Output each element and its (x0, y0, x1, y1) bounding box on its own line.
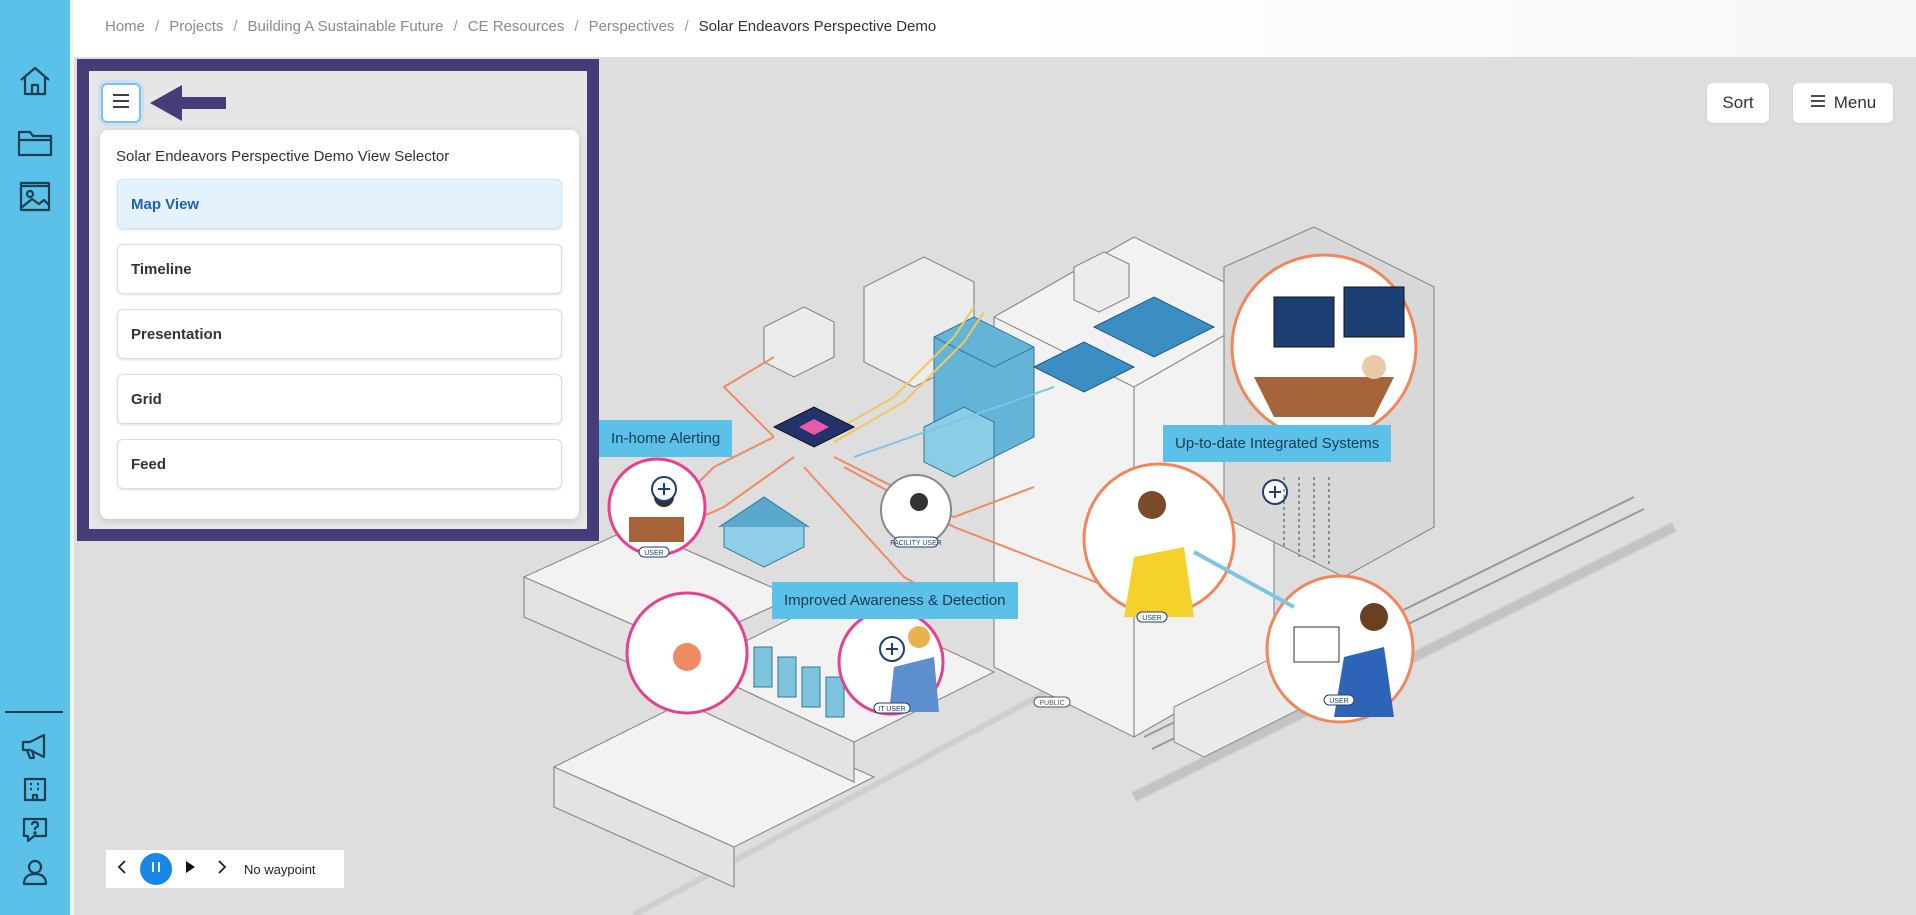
badge-it-user: IT USER (878, 706, 906, 713)
isometric-illustration: USER USER USER IT USER FACILITY USER PUB… (522, 226, 1677, 915)
home-icon[interactable] (17, 63, 53, 99)
breadcrumb-separator: / (233, 18, 238, 35)
breadcrumb-home[interactable]: Home (105, 18, 146, 35)
view-option-label: Grid (131, 390, 162, 408)
breadcrumb-building-a-sustainable-future[interactable]: Building A Sustainable Future (247, 18, 444, 35)
hotspot-markers (651, 476, 1288, 662)
badge-public: PUBLIC (1039, 700, 1064, 707)
help-chat-icon[interactable] (17, 812, 53, 848)
chevron-right-icon (216, 859, 228, 880)
waypoint-player: No waypoint (106, 850, 344, 888)
view-option-timeline[interactable]: Timeline (117, 244, 562, 294)
view-selector-toggle-button[interactable] (101, 83, 141, 123)
view-option-feed[interactable]: Feed (117, 439, 562, 489)
breadcrumb-separator: / (684, 18, 689, 35)
header: Home / Projects / Building A Sustainable Fut… (74, 0, 1916, 57)
breadcrumb-separator: / (453, 18, 458, 35)
view-selector-title: Solar Endeavors Perspective Demo View Se… (116, 148, 450, 165)
rail-edge (70, 0, 74, 915)
hamburger-icon (1810, 93, 1826, 113)
breadcrumb: Home / Projects / Building A Sustainable Fut… (105, 18, 936, 35)
role-badges: USER USER USER IT USER FACILITY USER PUB… (638, 536, 1355, 714)
sidebar (0, 0, 70, 915)
sort-button-label: Sort (1722, 93, 1754, 112)
view-option-label: Presentation (131, 325, 222, 343)
badge-user: USER (1142, 615, 1161, 622)
pointer-arrow-icon (150, 83, 226, 128)
link-arrow (1193, 550, 1295, 609)
sort-button[interactable]: Sort (1707, 83, 1769, 123)
label-in-home-alerting[interactable]: In-home Alerting (599, 420, 733, 457)
breadcrumb-perspectives[interactable]: Perspectives (588, 18, 675, 35)
view-option-grid[interactable]: Grid (117, 374, 562, 424)
megaphone-icon[interactable] (17, 728, 53, 764)
waypoint-status: No waypoint (244, 861, 316, 877)
label-up-to-date-integrated-systems[interactable]: Up-to-date Integrated Systems (1163, 425, 1392, 462)
blue-tower (923, 316, 1035, 478)
breadcrumb-separator: / (574, 18, 579, 35)
folder-icon[interactable] (17, 124, 53, 160)
house (718, 496, 810, 568)
menu-button-label: Menu (1833, 93, 1877, 112)
gallery-icon[interactable] (17, 179, 53, 215)
menu-button[interactable]: Menu (1793, 83, 1893, 123)
breadcrumb-ce-resources[interactable]: CE Resources (467, 18, 565, 35)
view-option-map-view[interactable]: Map View (117, 179, 562, 229)
play-button[interactable] (174, 853, 206, 885)
breadcrumb-separator: / (155, 18, 160, 35)
sensor-lines (1283, 477, 1330, 567)
building-icon[interactable] (17, 771, 53, 807)
play-icon (184, 860, 196, 879)
hamburger-icon (112, 93, 130, 114)
server-racks (753, 646, 845, 718)
view-option-label: Feed (131, 455, 167, 473)
pause-icon (150, 860, 162, 879)
pause-button[interactable] (140, 853, 172, 885)
breadcrumb-current: Solar Endeavors Perspective Demo (698, 18, 937, 35)
view-option-label: Timeline (131, 260, 192, 278)
sidebar-divider (5, 711, 63, 713)
next-button[interactable] (206, 853, 238, 885)
solar-panels (1032, 296, 1216, 393)
user-icon[interactable] (17, 854, 53, 890)
previous-button[interactable] (106, 853, 138, 885)
breadcrumb-projects[interactable]: Projects (169, 18, 224, 35)
scene-circles (607, 253, 1418, 724)
badge-facility-user: FACILITY USER (890, 540, 942, 547)
view-option-presentation[interactable]: Presentation (117, 309, 562, 359)
badge-user: USER (1329, 698, 1348, 705)
processor-chip (772, 406, 856, 448)
view-selector-panel: Solar Endeavors Perspective Demo View Se… (100, 130, 579, 519)
view-option-label: Map View (131, 195, 200, 213)
label-improved-awareness-detection[interactable]: Improved Awareness & Detection (772, 582, 1018, 619)
chevron-left-icon (116, 859, 128, 880)
badge-user: USER (644, 550, 663, 557)
